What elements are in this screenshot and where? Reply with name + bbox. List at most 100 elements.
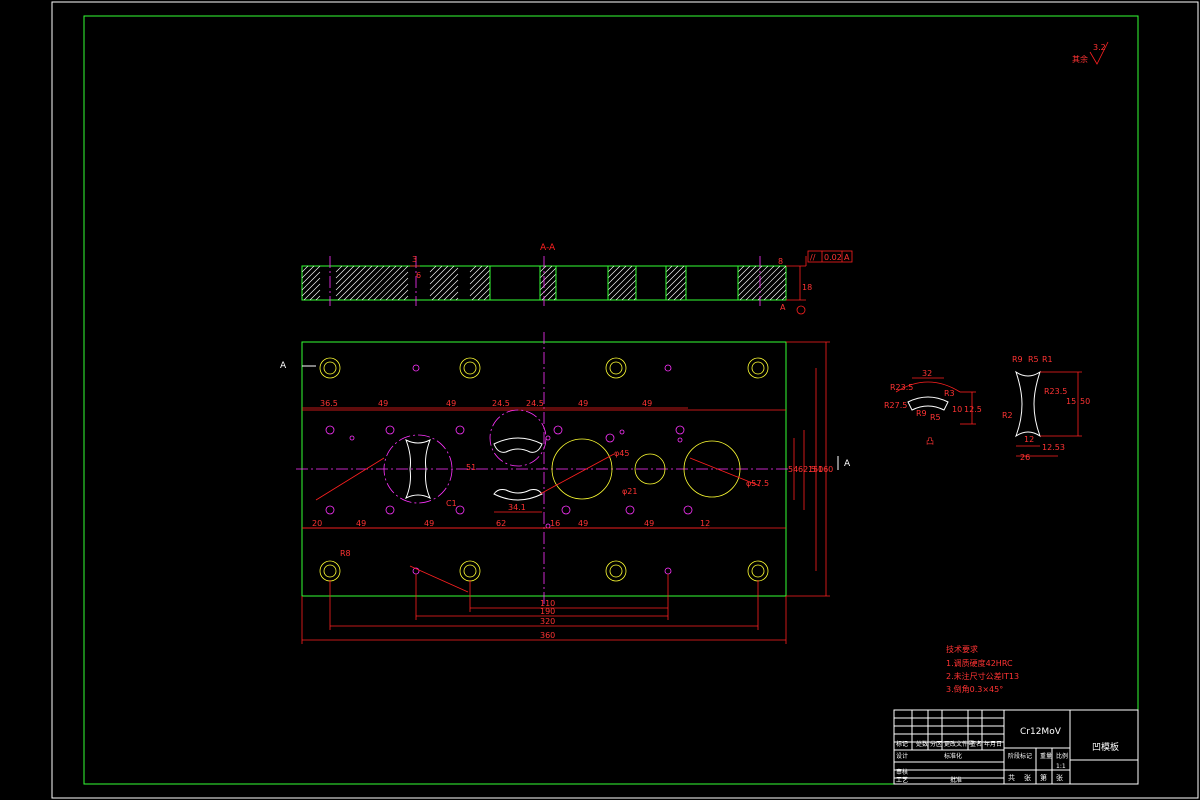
dim-bot-7: 49 [644,519,654,528]
dim-51: 51 [466,463,476,472]
detail-1-r9: R9 [916,409,927,418]
hatch-line [469,269,491,291]
hatch-line [769,283,787,301]
hatch-line [469,265,489,285]
hatch-line [607,265,633,291]
detail-2-profile [1014,370,1042,438]
hatch-line [437,279,459,301]
hatch-line [397,289,409,301]
dim-right-150: 150 [808,465,823,474]
hatch-line [469,265,483,279]
section-datum-note: A [780,303,786,312]
dim-bot-1: 20 [312,519,322,528]
hatch-line [361,265,397,301]
dim-chain-110: 110 [540,599,555,608]
tb-stage: 阶段标记 [1008,752,1032,760]
hatch-line [455,297,459,301]
cavity-3-profile [493,489,543,501]
dim-top-5: 24.5 [526,399,544,408]
title-block: Cr12MoV 凹模板 标记 处数 分区 更改文件号 签名 年月日 设计 标准化… [893,709,1139,785]
hatch-line [751,265,787,301]
section-dim-right-1: 8 [778,257,783,266]
hatch-line [343,265,379,301]
hatch-line [429,265,449,285]
dim-bot-4: 62 [496,519,506,528]
detail-2-r235: R23.5 [1044,387,1067,396]
hatch-line [737,265,757,285]
dim-top-2: 49 [378,399,388,408]
dim-line [664,567,672,575]
dim-bot-2: 49 [356,519,366,528]
dim-chain-360: 360 [540,631,555,640]
hatch-line [301,265,321,285]
hatch-line [335,265,355,285]
hatch-line [667,281,687,301]
hatch-line [607,265,627,285]
hatch-line [627,291,637,301]
cb-hole [747,560,769,582]
hatch-line [403,295,409,301]
dim-line [412,364,420,372]
hatch-line [665,269,687,291]
hatch-line [621,285,637,301]
dim-top-6: 49 [578,399,588,408]
dim-line [545,435,551,441]
tb-label-count: 处数 [916,740,928,748]
detail-2-dim-12: 12 [1024,435,1034,444]
hatch-line [301,271,321,291]
part-name: 凹模板 [1092,741,1119,753]
hatch-line [301,265,315,279]
dim-line [385,505,395,515]
hatch-line [539,279,557,297]
hatch-line [737,265,763,291]
detail-2-dim-26: 26 [1020,453,1030,462]
surface-finish-symbol [1089,41,1109,65]
cb-hole-inner [323,564,337,578]
dim-line [895,381,961,393]
counterbore-holes [319,357,769,582]
detail-view-2: R9 R5 R1 R23.5 15 50 R2 12 26 12.53 [1002,355,1090,462]
tb-label-date: 年月日 [984,740,1002,748]
hatch-line [429,265,455,291]
title-block-frame [893,709,1139,785]
tb-label-mark: 标记 [896,740,908,748]
dim-right-54: 54 [788,465,798,474]
cb-hole [605,560,627,582]
cavity-2-circle [489,409,547,467]
hatch-line [607,267,637,297]
hatch-line [443,285,459,301]
dim-phi45: φ45 [614,449,629,458]
dim-line [409,565,469,593]
cb-hole [747,357,769,379]
hatch-line [431,273,459,301]
sheet-outer-border [51,1,1199,799]
hatch-line [665,265,679,279]
detail-1-r5: R5 [930,413,941,422]
tech-req-item-3: 3.倒角0.3×45° [946,684,1003,694]
detail-1-dim-32: 32 [922,369,932,378]
hatch-line [775,289,787,301]
hatch-line [379,271,409,301]
dim-line [677,437,683,443]
dim-line [561,505,571,515]
right-dimension-chain: 54 62.5 150 160 [786,341,833,597]
tb-label-zone: 分区 [930,740,942,748]
hatch-line [391,283,409,301]
tb-sheet-2: 张 [1024,773,1031,782]
detail-2-r9: R9 [1012,355,1023,364]
dim-34-1: 34.1 [508,503,526,512]
detail-1-r235: R23.5 [890,383,913,392]
pin-holes [325,364,693,575]
hatch-line [737,265,769,297]
tb-approve: 批准 [950,776,962,784]
section-label: A-A [540,243,556,253]
section-dim-left-1: 3 [412,255,417,264]
hatch-line [367,265,403,301]
tb-scale: 比例 [1056,752,1068,760]
dim-top-3: 49 [446,399,456,408]
top-dimension-chain: 36.5 49 49 24.5 24.5 49 49 [320,399,652,408]
hatch-line [315,295,321,301]
hatch-line [483,293,491,301]
tech-req-item-2: 2.未注尺寸公差IT13 [946,671,1019,681]
big-round-hole [551,438,613,500]
